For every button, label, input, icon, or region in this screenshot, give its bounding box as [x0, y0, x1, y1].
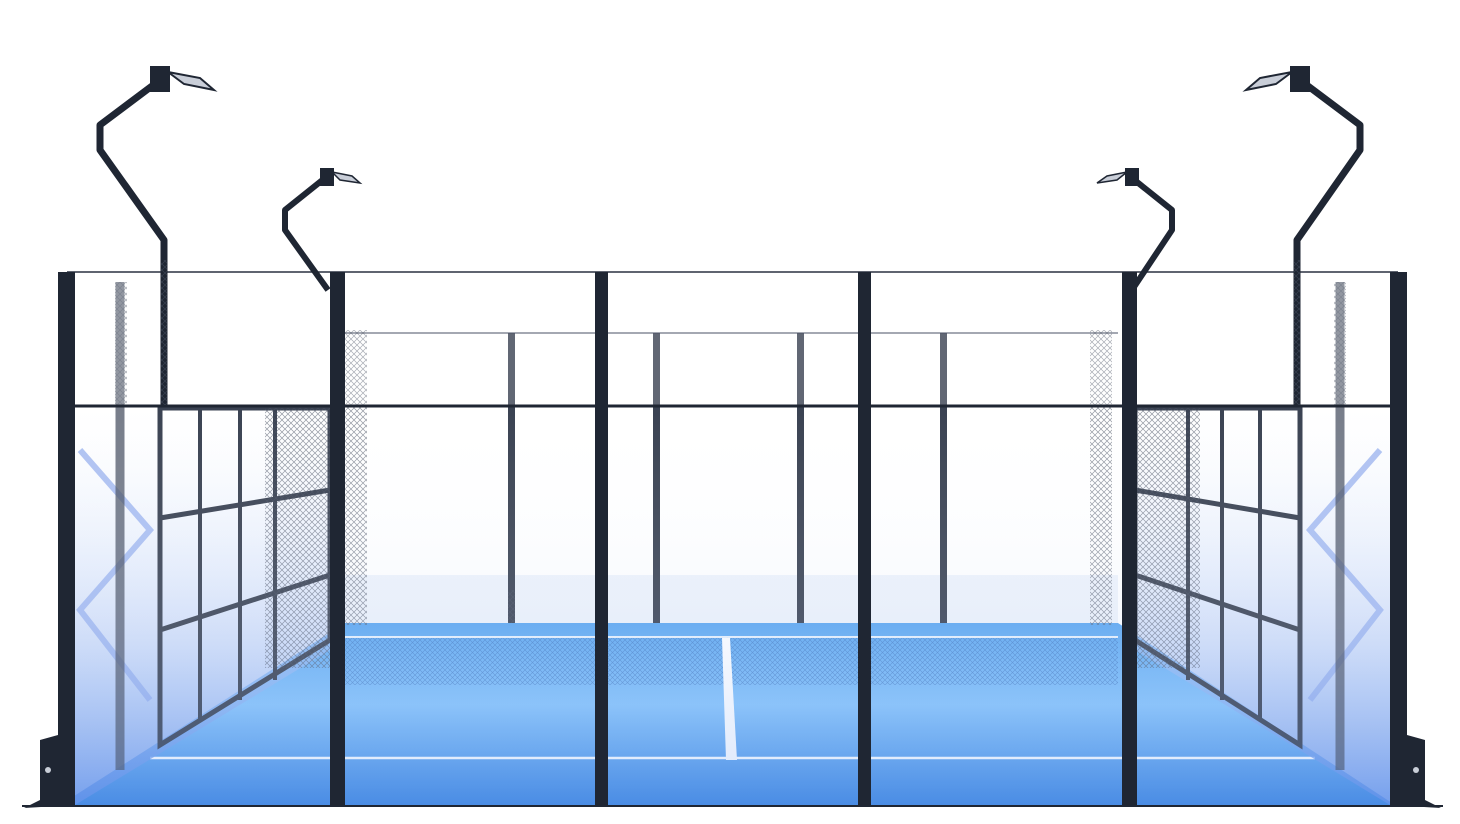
front-post-5	[1122, 272, 1137, 806]
base-feet	[22, 735, 1443, 808]
front-post-3	[595, 272, 608, 806]
top-rails	[67, 271, 1398, 408]
floodlight-right-outer	[1242, 66, 1364, 405]
floodlight-right-inner	[1096, 168, 1175, 292]
front-posts	[58, 272, 1407, 806]
floodlight-left-inner	[282, 168, 363, 292]
front-post-2	[330, 272, 345, 806]
front-post-6	[1390, 272, 1407, 806]
front-glass	[75, 272, 1390, 805]
front-post-1	[58, 272, 75, 806]
front-post-4	[858, 272, 871, 806]
floodlight-left-outer	[96, 66, 218, 405]
